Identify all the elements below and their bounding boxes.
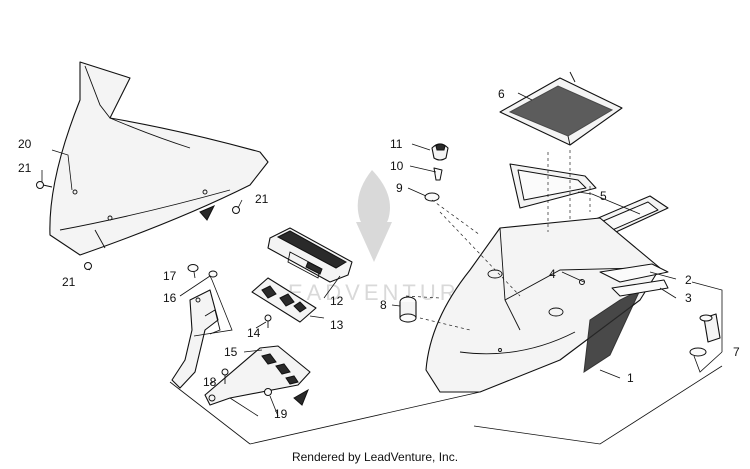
callout-12: 12: [330, 294, 344, 308]
guide-line: [405, 150, 591, 331]
ignition-switch[interactable]: [399, 296, 417, 323]
callout-8: 8: [380, 298, 387, 312]
callout-7: 7: [733, 345, 740, 359]
callouts: 1 2 3 4 5 6 7 8 9 10 11 12 13 14 15 16 1…: [18, 87, 740, 421]
callout-2: 2: [685, 273, 692, 287]
callout-21-bottom: 21: [62, 275, 76, 289]
callout-10: 10: [390, 159, 404, 173]
watermark-flame-logo: [356, 170, 392, 262]
callout-18: 18: [203, 375, 217, 389]
leader-lines: [41, 92, 723, 445]
support-bracket[interactable]: [171, 289, 221, 389]
callout-6: 6: [498, 87, 505, 101]
cap-screw[interactable]: [433, 167, 443, 181]
hood-assembly[interactable]: [425, 217, 661, 393]
windshield[interactable]: [49, 61, 269, 256]
mount-direction-arrow: [293, 388, 309, 406]
hood-trim-upper[interactable]: [599, 263, 669, 283]
callout-17: 17: [163, 269, 177, 283]
mount-bolt[interactable]: [221, 368, 229, 384]
bracket-washer[interactable]: [187, 264, 199, 272]
callout-15: 15: [224, 345, 238, 359]
callout-21-right: 21: [255, 192, 269, 206]
callout-14: 14: [247, 326, 261, 340]
callout-9: 9: [396, 181, 403, 195]
lower-mount-bracket[interactable]: [204, 345, 311, 406]
callout-13: 13: [330, 318, 344, 332]
callout-16: 16: [163, 291, 177, 305]
hood-trim-lower[interactable]: [611, 279, 669, 297]
callout-3: 3: [685, 291, 692, 305]
storage-net[interactable]: [499, 71, 623, 146]
gauge-bolt[interactable]: [264, 314, 272, 328]
gauge-bracket[interactable]: [251, 277, 317, 323]
callout-4: 4: [549, 267, 556, 281]
windshield-screw-left[interactable]: [36, 181, 53, 189]
callout-19: 19: [274, 407, 288, 421]
render-credit: Rendered by LeadVenture, Inc.: [291, 450, 459, 464]
hood-latch[interactable]: [689, 313, 721, 357]
cap-grommet[interactable]: [424, 192, 440, 202]
side-panel-upper[interactable]: [509, 163, 597, 209]
windshield-screw-bottom[interactable]: [84, 262, 92, 270]
windshield-direction-arrow: [199, 205, 216, 221]
cap-cover[interactable]: [431, 143, 449, 161]
mount-nut[interactable]: [264, 388, 272, 396]
windshield-screw-right[interactable]: [232, 206, 240, 214]
callout-5: 5: [600, 189, 607, 203]
gauge-module[interactable]: [267, 227, 353, 283]
callout-1: 1: [627, 371, 634, 385]
bracket-nut[interactable]: [208, 270, 218, 278]
callout-20: 20: [18, 137, 32, 151]
callout-11: 11: [390, 137, 403, 151]
callout-21-top-left: 21: [18, 161, 32, 175]
